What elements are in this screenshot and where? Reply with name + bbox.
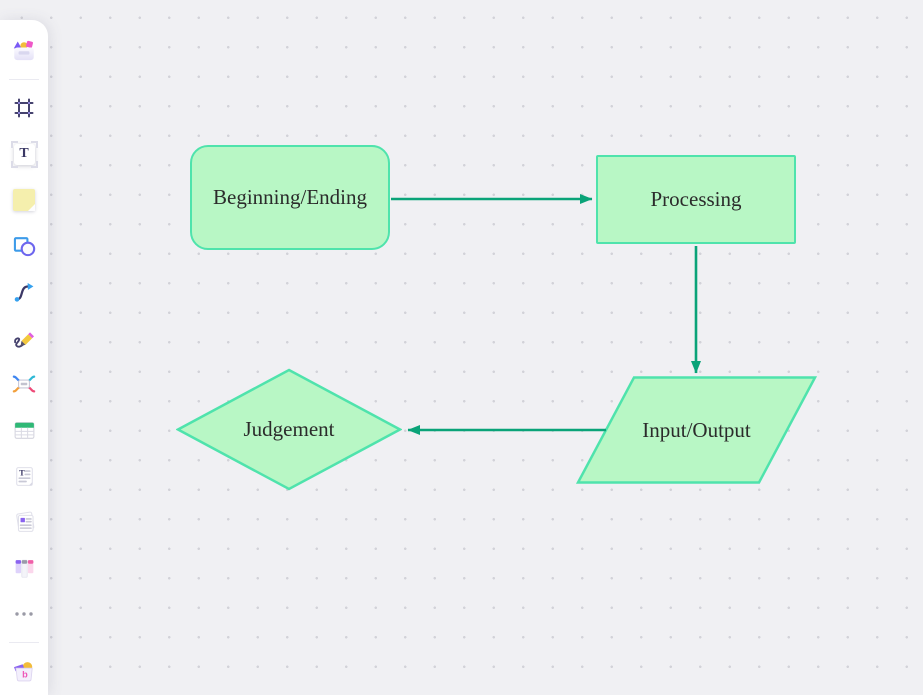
frame-icon [14,98,34,118]
tool-note-cards[interactable] [4,502,44,542]
pen-icon [13,331,34,348]
tool-connector[interactable] [4,272,44,312]
node-beginning-ending[interactable]: Beginning/Ending [190,145,390,250]
document-icon: T [15,466,33,486]
tool-table[interactable] [4,410,44,450]
note-fold [28,204,35,211]
tool-more[interactable] [4,594,44,634]
shapes-tray-icon [13,40,34,61]
tool-shapes[interactable] [4,226,44,266]
cards-icon [15,511,34,532]
corner-handle [10,160,18,168]
sidebar-divider [9,79,39,80]
node-label-beginning-ending: Beginning/Ending [213,185,367,209]
node-processing[interactable]: Processing [596,155,796,244]
corner-handle [30,160,38,168]
tool-kanban[interactable] [4,548,44,588]
apps-box-icon: b [14,662,33,682]
parallelogram-shape [576,376,817,484]
text-icon: T [10,140,38,168]
shape-tools-icon [13,236,35,256]
table-icon [14,421,34,439]
kanban-icon [15,559,33,578]
ellipsis-icon [15,612,33,616]
text-icon-glyph: T [19,146,29,161]
corner-handle [30,140,38,148]
node-label-input-output: Input/Output [642,417,751,442]
node-label-judgement: Judgement [243,417,335,441]
connector-icon [14,282,33,302]
sidebar-divider [9,642,39,643]
tool-pen[interactable] [4,318,44,358]
node-input-output[interactable]: Input/Output [576,376,817,484]
tool-frame[interactable] [4,88,44,128]
diamond-shape [176,368,402,491]
apps-icon-glyph: b [22,670,28,680]
node-judgement[interactable]: Judgement [176,368,402,491]
tool-sticky-note[interactable] [4,180,44,220]
node-label-processing: Processing [650,187,742,211]
tool-mindmap[interactable] [4,364,44,404]
sticky-note-icon [13,189,35,211]
tool-document[interactable]: T [4,456,44,496]
tool-apps[interactable]: b [4,651,44,691]
document-icon-glyph: T [19,468,25,477]
corner-handle [10,140,18,148]
tool-text[interactable]: T [4,134,44,174]
toolbar-sidebar: T [0,20,48,695]
mindmap-icon [12,375,36,393]
tool-templates[interactable] [4,31,44,71]
